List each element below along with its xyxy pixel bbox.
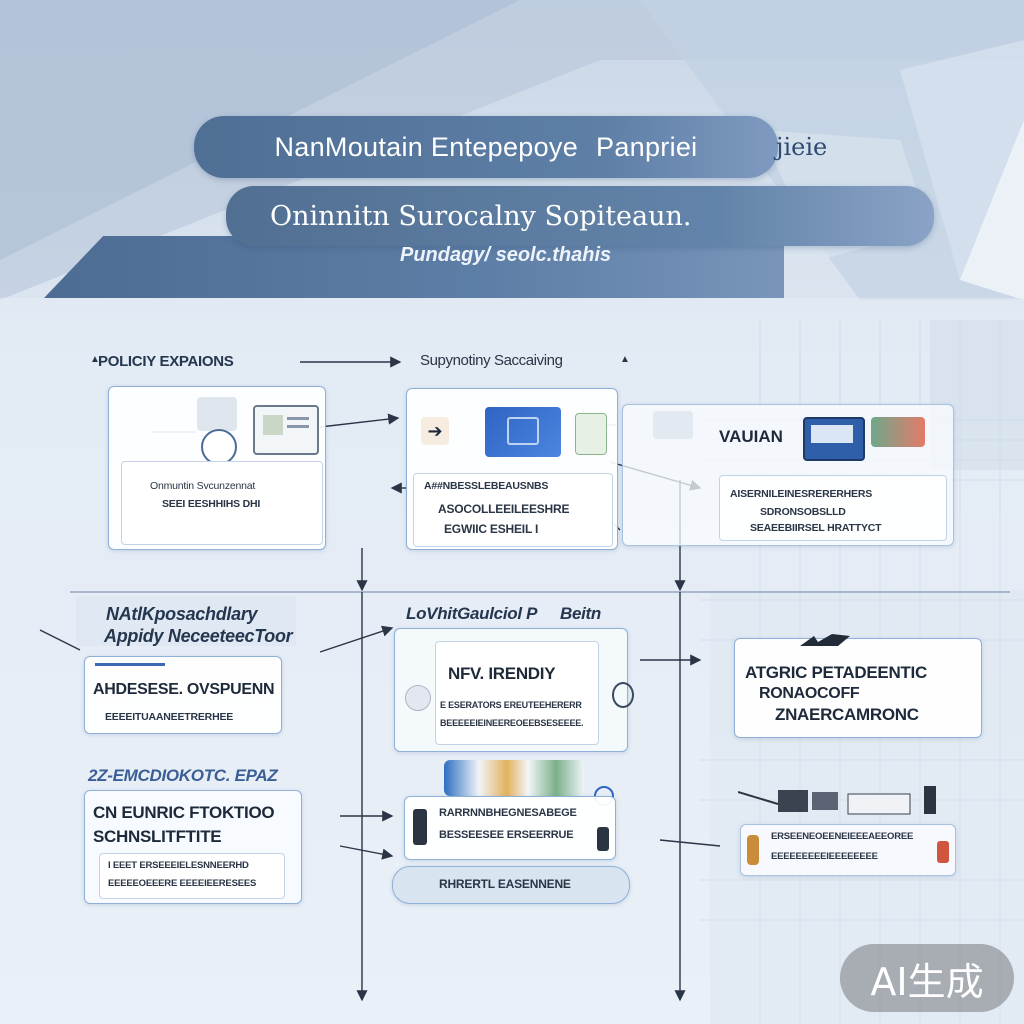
- supply-heading: Supynotiny Saccaiving: [420, 352, 563, 369]
- bottom-center-card: RARRNNBHEGNESABEGE BESSEESEE ERSEERRUE: [404, 796, 616, 860]
- tools-icon: [653, 411, 693, 439]
- supply-line-2: ASOCOLLEEILEESHRE: [438, 502, 570, 516]
- pin-icon: [612, 682, 634, 708]
- page-title: NanMoutain Entepepoye: [274, 131, 579, 162]
- vaulan-text-box: AISERNILEINESRERERHERS SDRONSOBSLLD SEAE…: [719, 475, 947, 541]
- title-banner: NanMoutain Entepepoye Panpriei: [194, 116, 778, 178]
- colorful-banner-icon: [444, 760, 584, 796]
- application-card: AHDESESE. OVSPUENN EEEEITUAANEETRERHEE: [84, 656, 282, 734]
- phone-icon: [413, 809, 427, 845]
- atgric-line-1: ATGRIC PETADEENTIC: [745, 663, 927, 682]
- vaulan-heading: VAUIAN: [719, 427, 783, 446]
- lovit-heading: LoVhitGaulciol P: [406, 604, 538, 623]
- laptop-icon: [485, 407, 561, 457]
- vaulan-line-1: AISERNILEINESRERERHERS: [730, 488, 873, 500]
- lovit-text-box: NFV. IRENDIY E ESERATORS EREUTEEHERERR B…: [435, 641, 599, 745]
- zz-card: CN EUNRIC FTOKTIOO SCHNSLITFTITE I EEET …: [84, 790, 302, 904]
- title-suffix: Panpriei: [596, 131, 698, 162]
- supply-text-box: A##NBESSLEBEAUSNBS ASOCOLLEEILEESHRE EGW…: [413, 473, 613, 547]
- ai-generated-badge: AI生成: [840, 944, 1014, 1012]
- hand-icon: [197, 397, 237, 431]
- bottom-center-line-1: RARRNNBHEGNESABEGE: [439, 807, 577, 819]
- title-tail: jieie: [776, 133, 828, 161]
- bottom-right-line-1: ERSEENEOEENEIEEEAEEOREE: [771, 831, 914, 842]
- tagline: Pundagy/ seolc.thahis: [400, 244, 612, 266]
- bottom-center-line-2: BESSEESEE ERSEERRUE: [439, 829, 574, 841]
- bird-icon: [798, 632, 854, 650]
- lovit-line-1: E ESERATORS EREUTEEHERERR: [440, 700, 582, 710]
- vaulan-line-3: SEAEEBIIRSEL HRATTYCT: [750, 522, 882, 534]
- target-icon: [201, 429, 237, 465]
- zz-heading: 2Z-EMCDIOKOTC. EPAZ: [88, 766, 278, 785]
- bottom-right-card: ERSEENEOEENEIEEEAEEOREE EEEEEEEEEIEEEEEE…: [740, 824, 956, 876]
- page-subtitle: Oninnitn Surocalny Sopiteaun.: [270, 200, 692, 232]
- policy-line-1: Onmuntin Svcunzennat: [150, 480, 256, 492]
- application-label: AHDESESE. OVSPUENN: [93, 681, 275, 698]
- policy-card: Onmuntin Svcunzennat SEEI EESHHIHS DHI: [108, 386, 326, 550]
- application-heading-line-2: Appidy NeceeteecToor: [104, 626, 293, 646]
- atgric-card: ATGRIC PETADEENTIC RONAOCOFF ZNAERCAMRON…: [734, 638, 982, 738]
- subtitle-banner: Oninnitn Surocalny Sopiteaun.: [226, 186, 934, 246]
- landscape-icon: [871, 417, 925, 447]
- ai-generated-badge-text: AI生成: [870, 959, 984, 1004]
- lovit-label: NFV. IRENDIY: [448, 664, 556, 683]
- supply-card: ➔ A##NBESSLEBEAUSNBS ASOCOLLEEILEESHRE E…: [406, 388, 618, 550]
- lovit-line-2: BEEEEEIEINEEREOEEBSESEEEE.: [440, 718, 584, 728]
- atgric-line-3: ZNAERCAMRONC: [775, 705, 919, 724]
- bottom-center-footer: RHRERTL EASENNENE: [392, 866, 630, 904]
- device-icon: [597, 827, 609, 851]
- vaulan-line-2: SDRONSOBSLLD: [760, 506, 846, 518]
- policy-line-2: SEEI EESHHIHS DHI: [162, 498, 261, 510]
- header-banner-back: [44, 236, 784, 298]
- caret-up-icon-2: ▲: [620, 354, 630, 365]
- application-heading-band: [76, 596, 296, 646]
- equipment-icons: [737, 784, 948, 818]
- circle-icon: [405, 685, 431, 711]
- caret-up-icon: ▲: [90, 354, 100, 365]
- lovit-card: NFV. IRENDIY E ESERATORS EREUTEEHERERR B…: [394, 628, 628, 752]
- bottle-icon: [747, 835, 759, 865]
- policy-heading: POLICIY EXPAIONS: [98, 353, 234, 370]
- document-icon: [253, 405, 319, 455]
- zz-line-1: I EEET ERSEEEIELESNNEERHD: [108, 860, 249, 871]
- bottom-center-footer-text: RHRERTL EASENNENE: [439, 877, 571, 891]
- supply-line-1: A##NBESSLEBEAUSNBS: [424, 480, 549, 492]
- zz-text-box: I EEET ERSEEEIELESNNEERHD EEEEEOEEERE EE…: [99, 853, 285, 899]
- application-line-1: EEEEITUAANEETRERHEE: [105, 711, 234, 723]
- application-heading-line-1: NAtlKposachdlary: [106, 604, 258, 624]
- supply-line-3: EGWIIC ESHEIL I: [444, 522, 539, 536]
- zz-line-2: EEEEEOEEERE EEEEIEERESEES: [108, 878, 257, 889]
- policy-text-box: Onmuntin Svcunzennat SEEI EESHHIHS DHI: [121, 461, 323, 545]
- chart-icon: [575, 413, 607, 455]
- zz-title-line-1: CN EUNRIC FTOKTIOO: [93, 803, 275, 822]
- bottom-right-line-2: EEEEEEEEEIEEEEEEEE: [771, 851, 878, 862]
- atgric-line-2: RONAOCOFF: [759, 685, 860, 702]
- lovit-heading-suffix: Beitn: [560, 604, 602, 623]
- canister-icon: [937, 841, 949, 863]
- monitor-icon: [803, 417, 865, 461]
- arrow-right-icon: ➔: [421, 417, 449, 445]
- zz-title-line-2: SCHNSLITFTITE: [93, 827, 222, 846]
- vaulan-card: VAUIAN AISERNILEINESRERERHERS SDRONSOBSL…: [622, 404, 954, 546]
